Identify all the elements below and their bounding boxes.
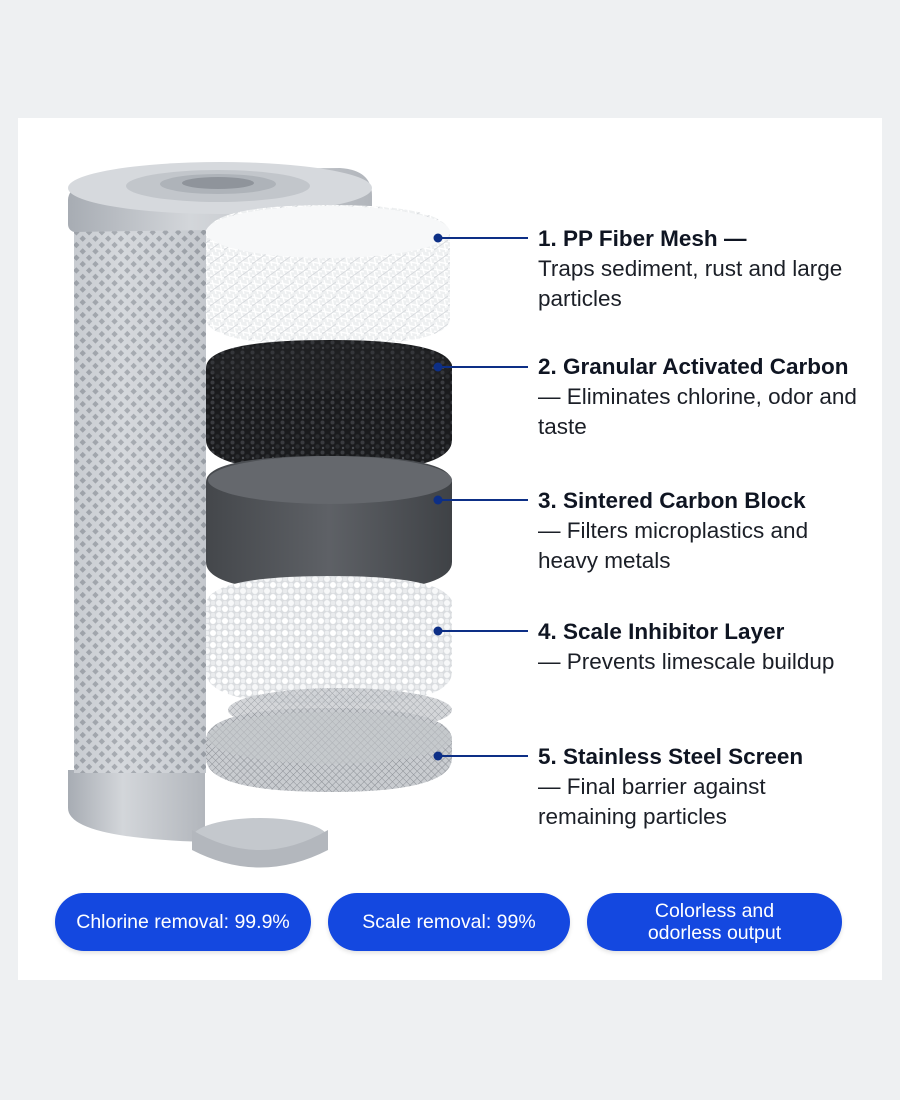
badge-colorless-odorless: Colorless and odorless output xyxy=(587,893,842,951)
layer-granular-activated-carbon xyxy=(206,340,452,472)
layer-label-2-title: 2. Granular Activated Carbon xyxy=(538,354,849,379)
top-inlet-hole xyxy=(182,177,254,189)
layer-label-3-description: Filters microplastics and heavy metals xyxy=(538,518,809,573)
badge-scale-removal: Scale removal: 99% xyxy=(328,893,570,951)
layer-label-1-description: Traps sediment, rust and large particles xyxy=(538,256,843,311)
leader-dot-5 xyxy=(433,751,443,761)
layer-label-4-title: 4. Scale Inhibitor Layer xyxy=(538,619,785,644)
layer-label-3: 3. Sintered Carbon Block — Filters micro… xyxy=(538,488,809,573)
layer-label-2-description: Eliminates chlorine, odor and taste xyxy=(538,384,857,439)
layer-label-2: 2. Granular Activated Carbon — Eliminate… xyxy=(538,354,857,439)
layer-label-1: 1. PP Fiber Mesh — Traps sediment, rust … xyxy=(538,224,858,314)
layer-pp-fiber-mesh xyxy=(206,205,450,345)
leader-dot-3 xyxy=(433,495,443,505)
layer-label-4: 4. Scale Inhibitor Layer — Prevents lime… xyxy=(538,619,835,674)
layer-label-5-title: 5. Stainless Steel Screen xyxy=(538,744,804,769)
layer-scale-inhibitor xyxy=(206,576,452,705)
layer-label-5-description: Final barrier against remaining particle… xyxy=(538,774,766,829)
badge-chlorine-removal: Chlorine removal: 99.9% xyxy=(55,893,311,951)
leader-dot-4 xyxy=(433,626,443,636)
leader-lines xyxy=(433,233,528,761)
layer-label-5: 5. Stainless Steel Screen — Final barrie… xyxy=(538,744,804,829)
leader-dot-2 xyxy=(433,362,443,372)
layer-label-1-title: 1. PP Fiber Mesh — xyxy=(538,226,747,251)
layer-stainless-steel-screen xyxy=(206,688,452,792)
layer-label-4-description: Prevents limescale buildup xyxy=(566,649,835,674)
layer-sintered-carbon-block xyxy=(206,456,452,592)
cartridge-housing xyxy=(68,162,372,868)
leader-dot-1 xyxy=(433,233,443,243)
layer-label-3-title: 3. Sintered Carbon Block xyxy=(538,488,806,513)
bottom-cap xyxy=(68,770,205,842)
